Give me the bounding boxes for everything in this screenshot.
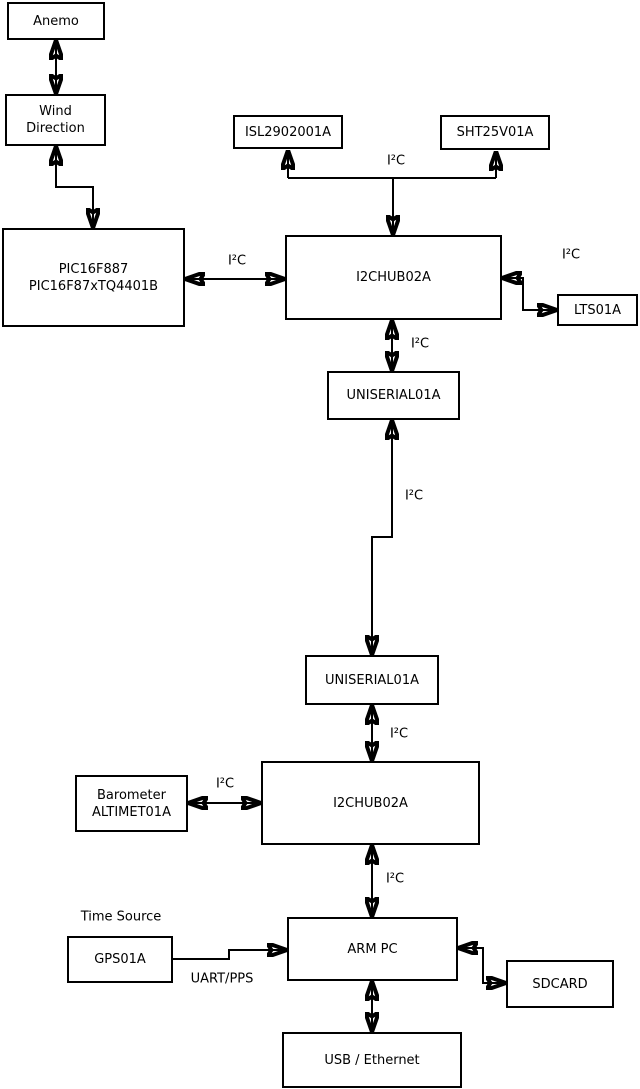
box-barometer: Barometer ALTIMET01A [75, 775, 188, 832]
label-i2c-barometer-hub2: I²C [215, 776, 235, 792]
box-uniserial-2: UNISERIAL01A [305, 655, 439, 705]
label-time-source: Time Source [80, 909, 162, 925]
box-i2c-hub-2: I2CHUB02A [261, 761, 480, 845]
label-i2c-uniserial2-hub2: I²C [389, 726, 409, 742]
label-uart-pps: UART/PPS [190, 971, 254, 987]
box-usb-ethernet: USB / Ethernet [282, 1032, 462, 1088]
connector-gps-armpc [173, 950, 286, 960]
label-i2c-sensor-branch: I²C [386, 153, 406, 169]
label-i2c-pic-hub1: I²C [227, 253, 247, 269]
box-arm-pc: ARM PC [287, 917, 458, 981]
box-i2c-hub-1: I2CHUB02A [285, 235, 502, 320]
label-i2c-hub1-lts: I²C [561, 247, 581, 263]
box-gps01a: GPS01A [67, 936, 173, 983]
box-lts01a: LTS01A [557, 294, 638, 326]
connector-uniserial1-uniserial2 [372, 421, 392, 654]
box-pic-microcontroller: PIC16F887 PIC16F87xTQ4401B [2, 228, 185, 327]
label-i2c-hub1-uniserial1: I²C [410, 336, 430, 352]
label-i2c-uniserial-link: I²C [404, 488, 424, 504]
box-wind-direction: Wind Direction [5, 94, 106, 146]
box-anemometer: Anemo [7, 2, 105, 40]
connector-wind-pic [56, 147, 93, 227]
connector-hub1-lts [503, 278, 556, 310]
box-uniserial-1: UNISERIAL01A [327, 371, 460, 420]
label-i2c-hub2-armpc: I²C [385, 871, 405, 887]
box-sht25v01a: SHT25V01A [440, 115, 550, 150]
box-sdcard: SDCARD [506, 960, 614, 1008]
connector-armpc-sdcard [459, 948, 505, 983]
box-isl2902001a: ISL2902001A [233, 115, 343, 149]
